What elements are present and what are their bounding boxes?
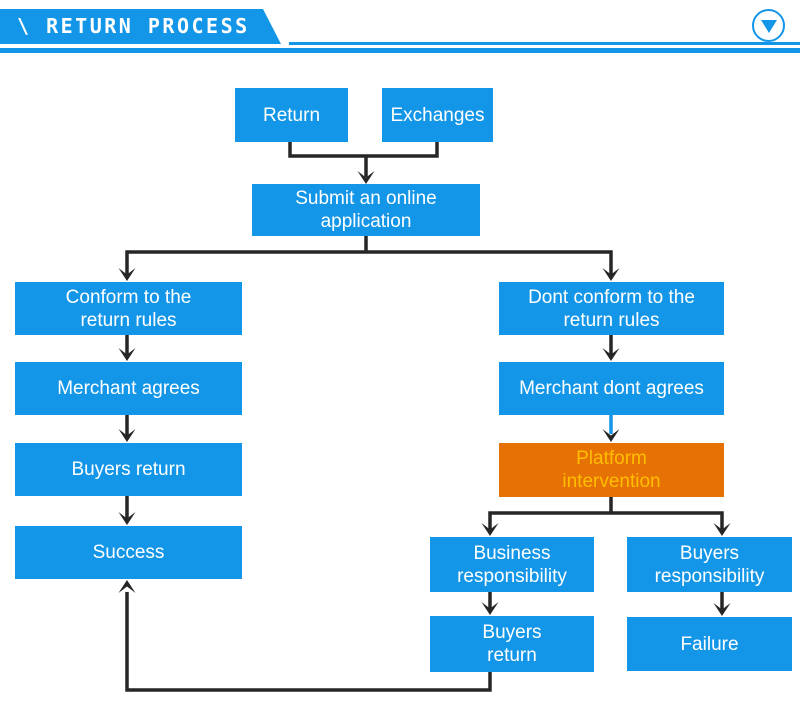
arrowhead <box>602 348 620 361</box>
page-title: \ RETURN PROCESS <box>0 9 281 44</box>
header-thick-rule <box>0 48 800 53</box>
connector-platform-split <box>488 497 724 530</box>
header-thin-rule <box>289 42 800 45</box>
arrowhead <box>118 348 136 361</box>
node-dont-conform-rules: Dont conform to the return rules <box>499 282 724 335</box>
arrowhead <box>481 523 499 536</box>
node-merchant-agrees: Merchant agrees <box>15 362 242 415</box>
arrowhead <box>602 429 620 442</box>
node-buyers-return-2: Buyers return <box>430 616 594 672</box>
arrowhead <box>118 512 136 525</box>
node-submit-application: Submit an online application <box>252 184 480 236</box>
connector-merge-top <box>288 142 439 158</box>
node-return: Return <box>235 88 348 142</box>
node-conform-rules: Conform to the return rules <box>15 282 242 335</box>
arrowhead-up <box>118 580 136 593</box>
arrowhead <box>357 171 375 184</box>
arrowhead <box>713 523 731 536</box>
arrowhead <box>713 603 731 616</box>
node-success: Success <box>15 526 242 579</box>
node-business-responsibility: Business responsibility <box>430 537 594 592</box>
arrowhead <box>602 268 620 281</box>
node-platform-intervention: Platform intervention <box>499 443 724 497</box>
node-buyers-return: Buyers return <box>15 443 242 496</box>
node-failure: Failure <box>627 617 792 671</box>
scroll-down-button[interactable] <box>752 9 785 42</box>
node-exchanges: Exchanges <box>382 88 493 142</box>
connector-split-bar <box>125 250 613 275</box>
arrowhead <box>481 602 499 615</box>
node-merchant-dont-agrees: Merchant dont agrees <box>499 362 724 415</box>
node-buyers-responsibility: Buyers responsibility <box>627 537 792 592</box>
arrowhead <box>118 429 136 442</box>
down-arrow-icon <box>760 20 777 33</box>
arrowhead <box>118 268 136 281</box>
